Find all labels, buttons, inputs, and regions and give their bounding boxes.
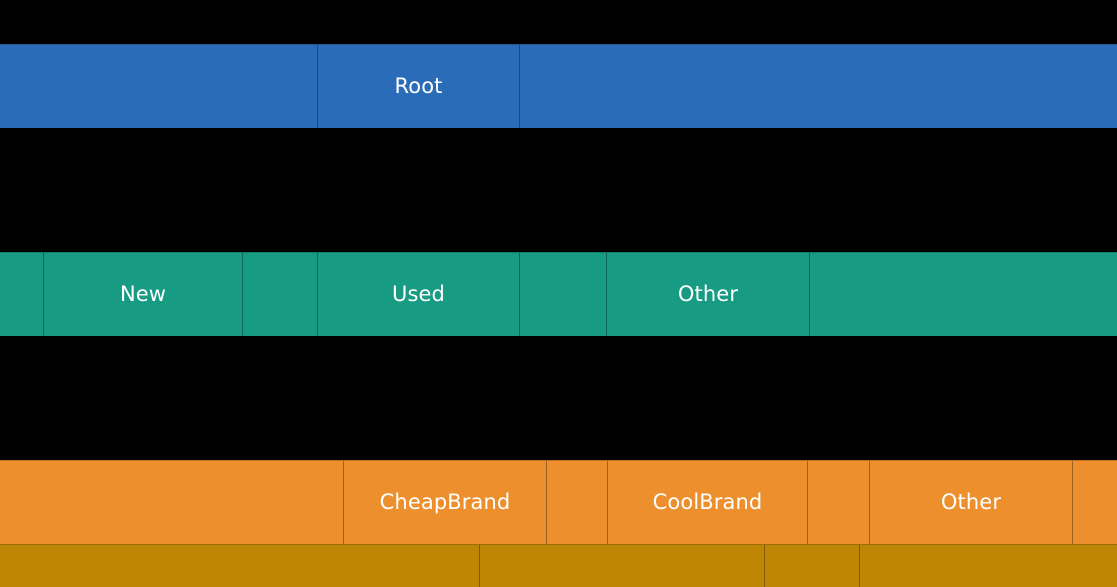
icicle-node-unlabeled-3[interactable]: [860, 544, 1117, 587]
icicle-node-label: CheapBrand: [379, 490, 511, 514]
icicle-node-unlabeled-4[interactable]: [520, 252, 607, 336]
icicle-node-unlabeled-6[interactable]: [810, 252, 1117, 336]
icicle-node-used[interactable]: Used: [318, 252, 520, 336]
icicle-node-unlabeled-2[interactable]: [765, 544, 860, 587]
icicle-node-unlabeled-0[interactable]: [0, 460, 344, 544]
icicle-node-new[interactable]: New: [44, 252, 243, 336]
icicle-level-root-level: Root: [0, 44, 1117, 128]
icicle-node-label: CoolBrand: [652, 490, 763, 514]
icicle-node-unlabeled-2[interactable]: [243, 252, 318, 336]
icicle-node-label: Used: [392, 282, 445, 306]
icicle-node-unlabeled-0[interactable]: [0, 252, 44, 336]
icicle-node-unlabeled-4[interactable]: [808, 460, 870, 544]
icicle-node-coolbrand[interactable]: CoolBrand: [608, 460, 808, 544]
icicle-level-condition-level: New Used Other: [0, 252, 1117, 336]
icicle-level-leaf-level: [0, 544, 1117, 587]
icicle-node-label: Other: [940, 490, 1002, 514]
icicle-node-other[interactable]: Other: [870, 460, 1073, 544]
icicle-node-unlabeled-2[interactable]: [547, 460, 608, 544]
icicle-node-cheapbrand[interactable]: CheapBrand: [344, 460, 547, 544]
icicle-node-label: New: [119, 282, 167, 306]
icicle-node-other[interactable]: Other: [607, 252, 810, 336]
icicle-node-root[interactable]: Root: [318, 44, 520, 128]
icicle-node-unlabeled-1[interactable]: [480, 544, 765, 587]
icicle-node-label: Root: [394, 74, 443, 98]
icicle-node-unlabeled-0[interactable]: [0, 44, 318, 128]
icicle-node-unlabeled-0[interactable]: [0, 544, 480, 587]
icicle-node-unlabeled-6[interactable]: [1073, 460, 1117, 544]
icicle-level-brand-level: CheapBrand CoolBrand Other: [0, 460, 1117, 544]
icicle-node-label: Other: [677, 282, 739, 306]
icicle-node-unlabeled-2[interactable]: [520, 44, 1117, 128]
